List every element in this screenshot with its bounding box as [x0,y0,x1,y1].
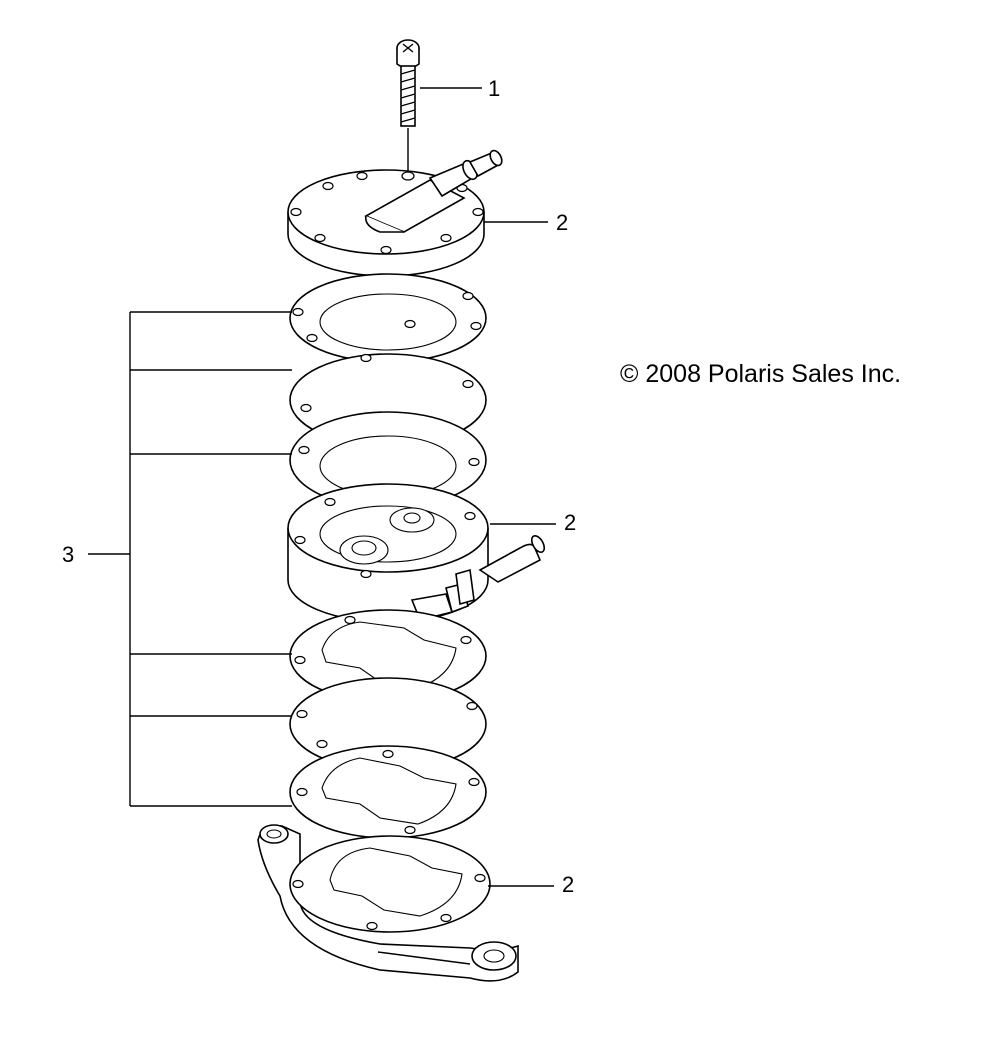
top-cover-part [287,149,503,277]
gasket-ring-1 [289,273,487,363]
callout-screw: 1 [488,76,500,101]
callout-pump-body: 2 [564,510,576,535]
pump-body-part [287,483,546,623]
base-plate-part [257,824,519,982]
gasket-ring-2 [289,411,487,509]
valve-gasket-2 [289,745,487,839]
copyright-text: © 2008 Polaris Sales Inc. [620,360,901,388]
valve-gasket-1 [289,609,487,703]
gasket-kit-bracket [88,311,292,807]
callout-base-plate: 2 [562,872,574,897]
screw-part [396,39,420,172]
callout-gasket-kit: 3 [62,542,74,567]
callout-top-cover: 2 [556,210,568,235]
